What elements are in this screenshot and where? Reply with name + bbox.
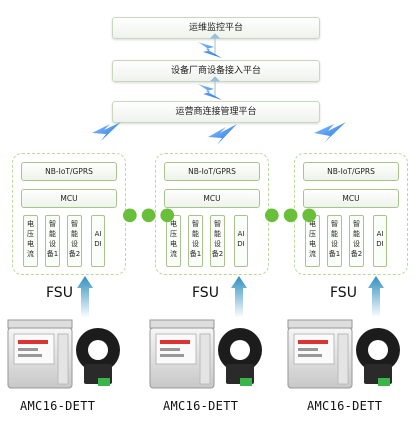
device-model-label: AMC16-DETT xyxy=(163,399,239,413)
network-module: NB-IoT/GPRS xyxy=(21,162,117,181)
column-voltage-current: 电压电流 xyxy=(23,215,38,267)
column-voltage-current: 电压电流 xyxy=(305,215,320,267)
column-voltage-current: 电压电流 xyxy=(166,215,181,267)
fsu-unit-2: NB-IoT/GPRS MCU 电压电流 智能设备1 智能设备2 AI DI xyxy=(155,153,269,275)
column-smart-device-1: 智能设备1 xyxy=(327,215,342,267)
column-ai-di: AI DI xyxy=(234,215,248,267)
current-transformer-icon xyxy=(76,328,120,386)
platform-connector xyxy=(209,33,221,97)
current-transformer-icon xyxy=(218,328,262,386)
upward-arrow-icon xyxy=(77,276,93,318)
current-transformer-icon xyxy=(356,328,400,386)
column-ai-di: AI DI xyxy=(373,215,387,267)
ellipsis-dots: ●●● xyxy=(122,204,179,225)
lightning-bolt-icon xyxy=(314,122,346,143)
column-smart-device-2: 智能设备2 xyxy=(349,215,364,267)
meter-device-icon xyxy=(149,319,215,389)
column-smart-device-1: 智能设备1 xyxy=(45,215,60,267)
column-smart-device-2: 智能设备2 xyxy=(67,215,82,267)
ellipsis-dots: ●●● xyxy=(264,204,321,225)
upward-arrow-icon xyxy=(368,276,384,318)
fsu-unit-1: NB-IoT/GPRS MCU 电压电流 智能设备1 智能设备2 AI DI xyxy=(12,153,126,275)
upward-arrow-icon xyxy=(231,276,247,318)
device-model-label: AMC16-DETT xyxy=(20,399,96,413)
network-module: NB-IoT/GPRS xyxy=(303,162,399,181)
column-smart-device-1: 智能设备1 xyxy=(188,215,203,267)
meter-device-icon xyxy=(7,319,73,389)
lightning-bolt-icon xyxy=(92,122,121,141)
fsu-label: FSU xyxy=(330,285,357,301)
network-module: NB-IoT/GPRS xyxy=(164,162,260,181)
column-ai-di: AI DI xyxy=(91,215,105,267)
lightning-bolt-icon xyxy=(198,42,222,100)
mcu-module: MCU xyxy=(164,189,260,208)
mcu-module: MCU xyxy=(21,189,117,208)
lightning-bolt-icon xyxy=(208,124,237,145)
meter-device-icon xyxy=(287,319,353,389)
fsu-unit-3: NB-IoT/GPRS MCU 电压电流 智能设备1 智能设备2 AI DI xyxy=(294,153,408,275)
device-model-label: AMC16-DETT xyxy=(307,399,383,413)
platform-carrier-management: 运营商连接管理平台 xyxy=(112,101,320,123)
column-smart-device-2: 智能设备2 xyxy=(210,215,225,267)
mcu-module: MCU xyxy=(303,189,399,208)
fsu-label: FSU xyxy=(192,285,219,301)
fsu-label: FSU xyxy=(46,285,73,301)
